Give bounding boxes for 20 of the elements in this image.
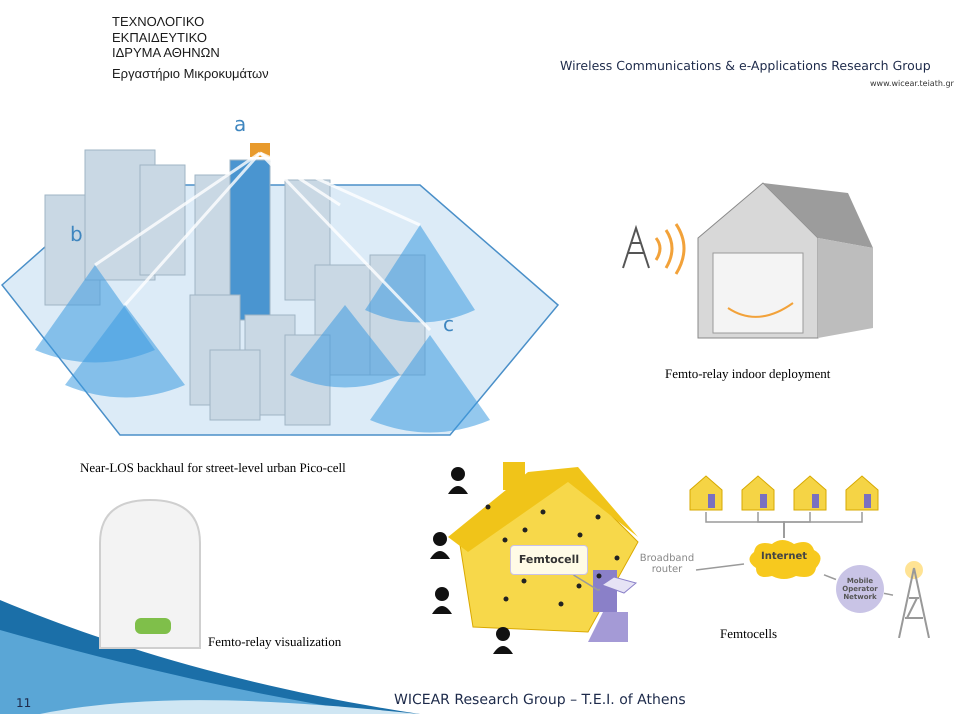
web-address: www.wicear.teiath.gr — [870, 79, 955, 89]
caption: Femtocells — [720, 626, 778, 642]
callout-letter: c — [443, 312, 455, 336]
caption: Near-LOS backhaul for street-level urban Pico-cell — [80, 460, 347, 476]
node-label: Broadband router — [638, 553, 696, 575]
footer-text: WICEAR Research Group – T.E.I. of Athens — [394, 692, 687, 709]
connector-line — [783, 512, 863, 538]
node-label: Femtocell — [510, 545, 588, 575]
callout-letter: a — [234, 112, 248, 136]
slide-number: 11 — [16, 696, 32, 710]
lab-name: Εργαστήριο Μικροκυμάτων — [112, 66, 270, 82]
connector-line — [824, 574, 836, 580]
caption: Femto-relay indoor deployment — [665, 366, 832, 382]
group-name: Wireless Communications & e-Applications Research Group — [560, 58, 932, 73]
institution-name: ΤΕΧΝΟΛΟΓΙΚΟ ΕΚΠΑΙΔΕΥΤΙΚΟ ΙΔΡΥΜΑ ΑΘΗΝΩΝ — [112, 14, 221, 61]
connector-line — [696, 563, 744, 571]
caption: Femto-relay visualization — [208, 634, 342, 650]
connector-line — [884, 592, 894, 596]
callout-letter: b — [70, 222, 84, 246]
node-label: Internet — [760, 551, 808, 562]
